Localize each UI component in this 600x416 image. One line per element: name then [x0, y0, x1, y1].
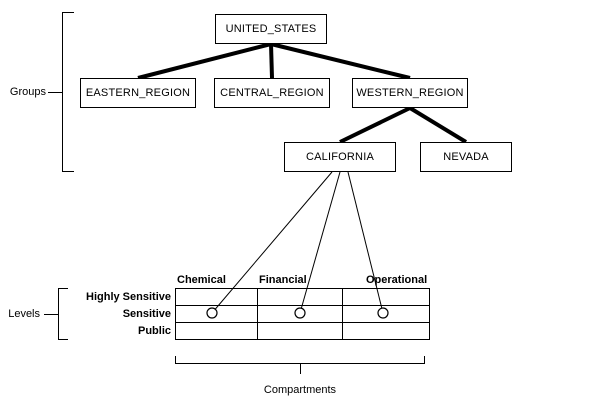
node-eastern-region: EASTERN_REGION — [80, 78, 196, 108]
edge-western-nevada — [408, 106, 468, 144]
matrix-col-header-financial: Financial — [259, 274, 307, 286]
matrix-outline — [175, 288, 430, 340]
node-united-states: UNITED_STATES — [215, 14, 327, 44]
matrix-col-header-chemical: Chemical — [177, 274, 226, 286]
bracket-shapes — [44, 12, 425, 374]
node-western-region: WESTERN_REGION — [352, 78, 468, 108]
matrix-col-header-operational: Operational — [366, 274, 428, 286]
matrix-grid — [175, 288, 430, 340]
compartments-bracket-label: Compartments — [263, 384, 337, 396]
marker-chemical-sensitive — [206, 307, 218, 319]
edge-western-california — [339, 106, 411, 144]
groups-bracket — [62, 12, 74, 172]
link-california-chemical — [211, 171, 333, 314]
edge-us-central — [269, 43, 274, 79]
edge-us-western — [270, 42, 411, 80]
tree-edge-lines — [137, 42, 468, 144]
levels-bracket — [58, 288, 68, 340]
matrix-row-label-public: Public — [137, 325, 171, 337]
matrix-row-label-highly-sensitive: Highly Sensitive — [86, 291, 171, 303]
edge-us-eastern — [137, 42, 272, 80]
sensitive-row-markers — [206, 307, 389, 319]
link-california-financial — [299, 171, 341, 314]
link-california-operational — [347, 171, 384, 314]
matrix-row-label-sensitive: Sensitive — [122, 308, 171, 320]
levels-bracket-label: Levels — [8, 308, 40, 320]
marker-operational-sensitive — [377, 307, 389, 319]
node-central-region: CENTRAL_REGION — [214, 78, 330, 108]
groups-bracket-label: Groups — [9, 86, 46, 98]
compartments-bracket — [175, 356, 425, 364]
node-california: CALIFORNIA — [284, 142, 396, 172]
node-nevada: NEVADA — [420, 142, 512, 172]
california-compartment-link-lines — [211, 171, 384, 314]
marker-financial-sensitive — [294, 307, 306, 319]
